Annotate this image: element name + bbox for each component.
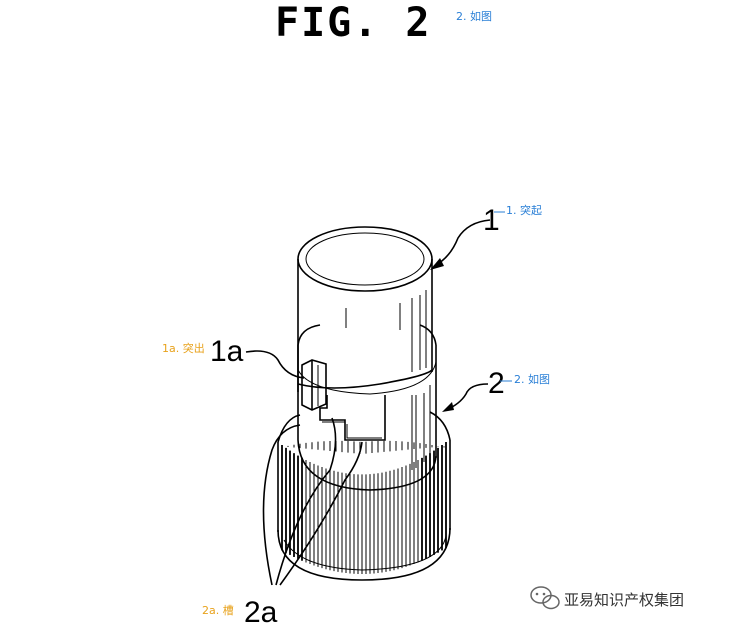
ref-label-1-note: 1. 突起 [506,203,542,217]
knurled-base [277,411,451,581]
figure-title-note: 2. 如图 [456,9,492,23]
ref-label-2: 2 [488,367,505,400]
figure-title: FIG. 2 [275,0,432,46]
ref-label-2a-note: 2a. 槽 [202,604,234,617]
wechat-icon [530,586,560,610]
watermark-text: 亚易知识产权集团 [564,591,684,609]
ref-label-1a: 1a [210,335,244,368]
sleeve-body [297,324,437,491]
protrusion-1a [301,359,327,411]
top-cylinder [297,226,433,392]
ref-label-2a: 2a [244,596,278,629]
ref-label-1a-note: 1a. 突出 [162,341,205,355]
ref-label-1: 1 [483,204,500,237]
ref-label-2-note: 2. 如图 [514,372,550,386]
knurl-pattern [281,440,447,574]
leader-lines [245,219,491,586]
watermark: 亚易知识产权集团 [530,586,684,610]
